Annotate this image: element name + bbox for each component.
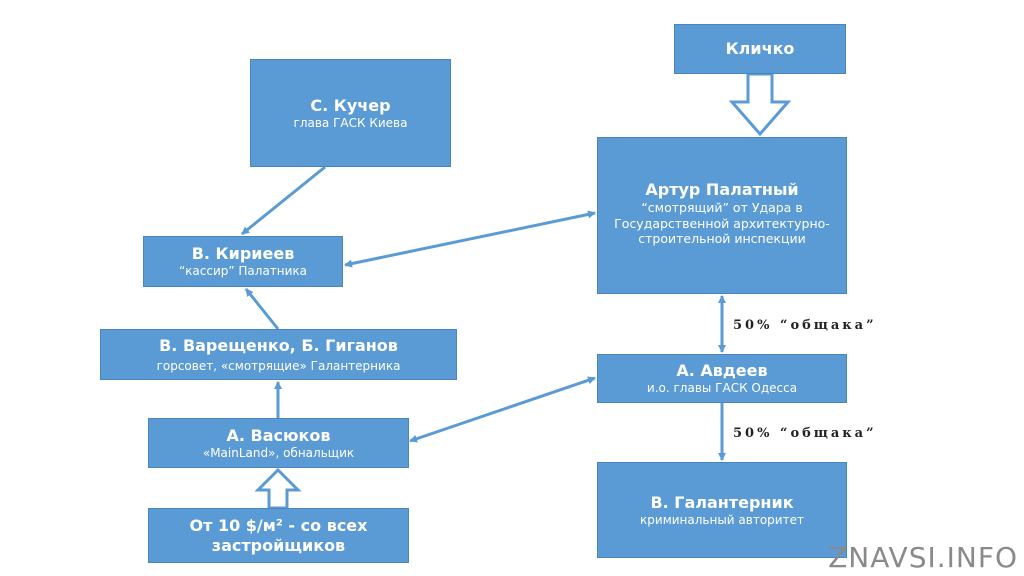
node-subtitle: «MainLand», обнальщик — [202, 445, 355, 460]
node-kiriev: В. Кириеев“кассир” Палатника — [143, 236, 343, 287]
node-vasyukov: А. Васюков«MainLand», обнальщик — [148, 418, 409, 468]
node-vareshenko: В. Варещенко, Б. Гиганов горсовет, «смотр… — [100, 329, 457, 380]
hollow-arrow-klichko-palatny — [728, 72, 792, 137]
node-klichko: Кличко — [674, 24, 846, 74]
node-subtitle: “кассир” Палатника — [178, 264, 308, 278]
hollow-arrow-source-vasyukov — [254, 467, 302, 510]
arrow-palatny-kiriev — [344, 210, 596, 268]
node-title: С. Кучер — [310, 95, 391, 115]
node-palatny: Артур Палатный“смотрящий” от Удара в Гос… — [597, 137, 847, 294]
node-source: От 10 $/м² - со всех застройщиков — [148, 508, 409, 563]
node-title: А. Васюков — [226, 425, 331, 445]
watermark: ZNAVSI.INFO — [828, 541, 1018, 574]
node-title: Кличко — [725, 39, 795, 58]
arrow-vareshenko-kiriev — [244, 288, 280, 330]
node-title: От 10 $/м² - со всех застройщиков — [189, 515, 368, 555]
node-subtitle: и.о. главы ГАСК Одесса — [646, 381, 798, 395]
arrow-kucher-kiriev — [241, 165, 326, 236]
node-subtitle: горсовет, «смотрящие» Галантерника — [156, 358, 401, 373]
edge-label-avdeev-galanternik: 50% “общака” — [733, 426, 877, 441]
node-subtitle: криминальный авторитет — [640, 512, 804, 527]
edge-label-palatny-avdeev: 50% “общака” — [733, 318, 877, 333]
node-title: А. Авдеев — [676, 361, 768, 380]
node-title: В. Кириеев — [191, 244, 295, 263]
arrow-avdeev-vasyukov — [409, 376, 596, 443]
node-title: Артур Палатный — [645, 180, 799, 199]
node-title: В. Варещенко, Б. Гиганов — [159, 335, 398, 355]
node-subtitle: “смотрящий” от Удара в Государственной а… — [614, 200, 830, 247]
node-subtitle: глава ГАСК Киева — [293, 115, 408, 130]
node-title: В. Галантерник — [650, 492, 794, 512]
